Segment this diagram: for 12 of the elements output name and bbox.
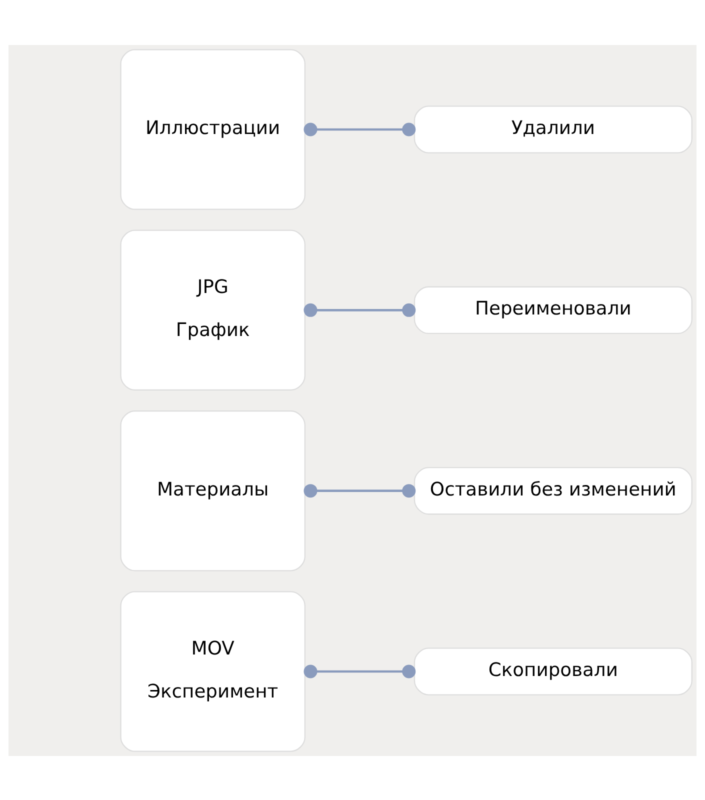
connector [304, 122, 416, 136]
connector [304, 484, 416, 498]
node-box: Материалы [120, 410, 306, 571]
node-box: MOV Эксперимент [120, 590, 306, 752]
node-box: Удалили [414, 105, 692, 153]
node-box: Иллюстрации [120, 48, 306, 210]
node-box: Оставили без изменений [414, 466, 692, 514]
node-box: Скопировали [414, 647, 692, 695]
node-box: JPG График [120, 229, 306, 390]
connector [304, 302, 416, 316]
node-box: Переименовали [414, 286, 692, 334]
connector [304, 664, 416, 678]
